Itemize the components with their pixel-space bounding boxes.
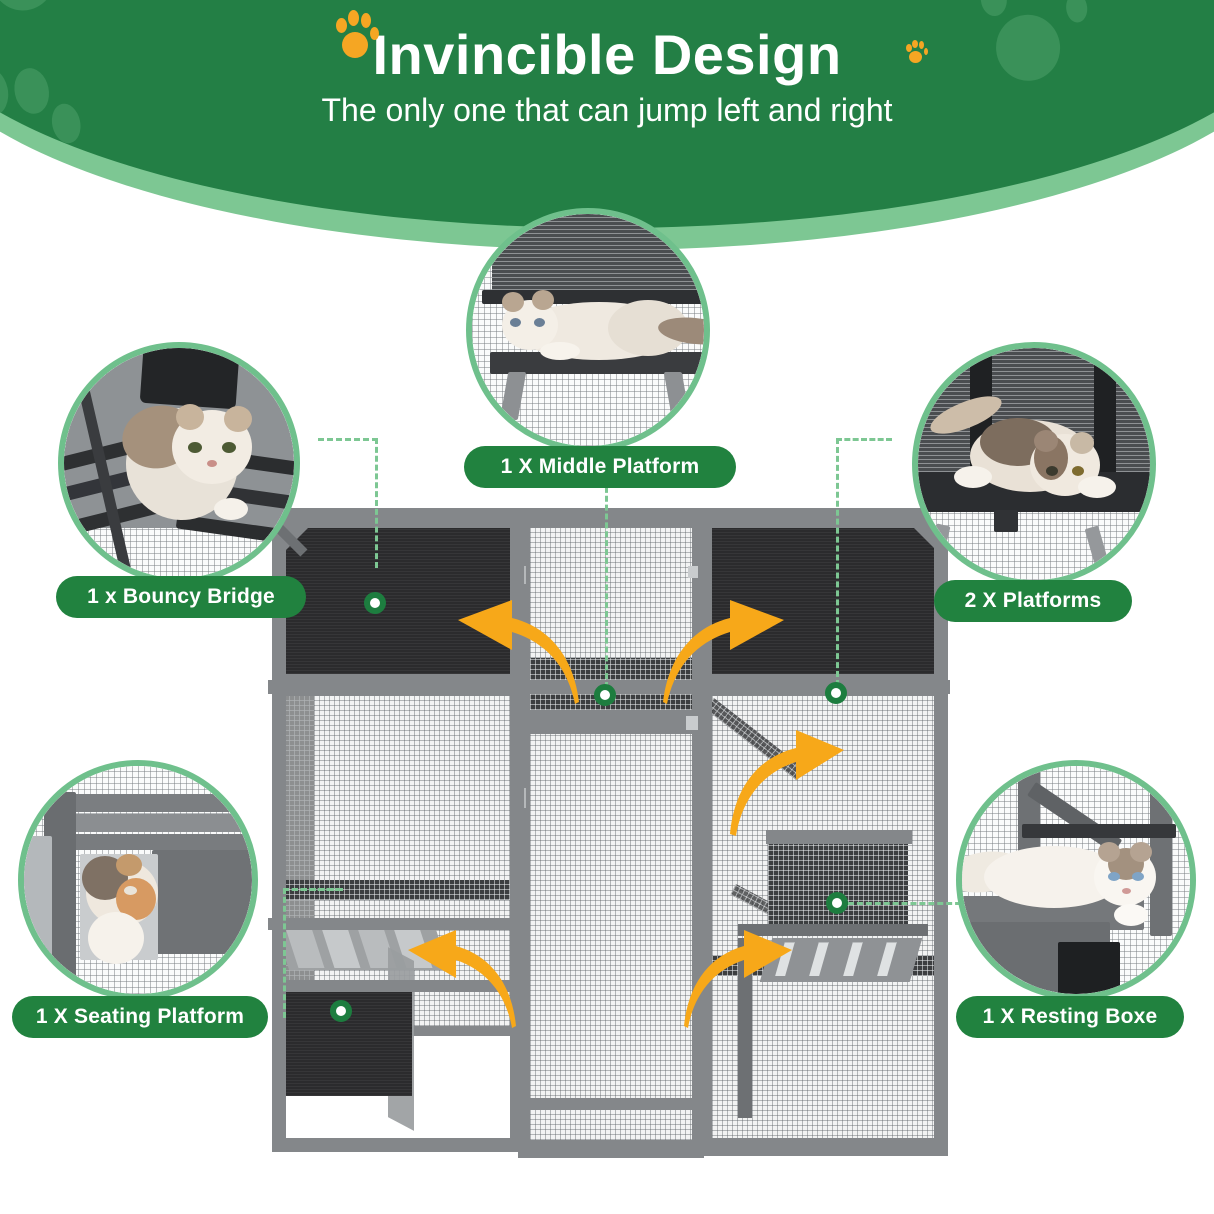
- lower-rail: [268, 918, 524, 930]
- connector-bouncy-bridge: [375, 438, 378, 568]
- cat-eye: [1072, 466, 1084, 476]
- cat-paw: [540, 342, 580, 360]
- paw-print-icon: [906, 40, 929, 63]
- cat-eye: [1132, 872, 1144, 881]
- inset-photo-seating-platform: [18, 760, 258, 1000]
- cat-chest: [88, 912, 144, 964]
- resting-box-opening: [1058, 942, 1120, 994]
- cat-eye: [222, 442, 236, 453]
- inset-image-middle-platform: [472, 214, 704, 446]
- inset-photo-resting-boxe: [956, 760, 1196, 1000]
- connector-dot-resting-boxe: [826, 892, 848, 914]
- cat-paw: [214, 498, 248, 520]
- cat-eye: [1108, 872, 1120, 881]
- mesh-side: [24, 836, 52, 966]
- paw-print-icon: [336, 10, 382, 58]
- center-upper-mesh: [530, 528, 692, 678]
- connector-dot-bouncy-bridge: [364, 592, 386, 614]
- inset-image-resting-boxe: [962, 766, 1190, 994]
- cat-ear: [116, 854, 142, 876]
- resting-box-lid: [766, 830, 912, 844]
- left-run-floor-band: [284, 880, 512, 900]
- label-seating-platform: 1 X Seating Platform: [12, 996, 268, 1038]
- label-middle-platform: 1 X Middle Platform: [464, 446, 736, 488]
- center-main-door-mesh: [530, 734, 692, 1116]
- cat-paw: [1114, 904, 1148, 926]
- connector-seating-platform: [283, 888, 341, 1018]
- frame-post: [1150, 766, 1172, 936]
- cat-ear: [224, 406, 252, 432]
- left-run-inner-shadow: [284, 696, 314, 1026]
- center-upper-mesh-shadow: [530, 658, 692, 680]
- label-bouncy-bridge: 1 x Bouncy Bridge: [56, 576, 306, 618]
- connector-middle-platform: [605, 478, 608, 688]
- resting-box-shelf: [738, 924, 928, 936]
- cat-eye: [534, 318, 545, 327]
- platform-shelf: [490, 352, 704, 374]
- cat-ear: [502, 292, 524, 312]
- cat-ear: [1098, 842, 1120, 862]
- left-roof-panel: [286, 528, 510, 674]
- platform-top-slat: [72, 794, 252, 812]
- cat-nose: [207, 460, 217, 467]
- connector-dot-platforms: [825, 682, 847, 704]
- center-bottom-mesh: [530, 1110, 692, 1140]
- page-title: Invincible Design: [372, 23, 842, 86]
- platform-top-slat: [70, 814, 252, 832]
- cat-eye: [1046, 466, 1058, 476]
- connector-dot-seating-platform: [330, 1000, 352, 1022]
- leg-center-left: [510, 516, 524, 1152]
- connector-seating-platform-arm: [283, 888, 343, 891]
- banner-text-block: Invincible Design The only one that can …: [0, 0, 1214, 129]
- label-text: 1 X Resting Boxe: [982, 1005, 1158, 1028]
- inset-image-platforms: [918, 348, 1150, 580]
- cat-paw: [1078, 476, 1116, 498]
- label-text: 1 X Seating Platform: [35, 1005, 245, 1028]
- label-text: 1 x Bouncy Bridge: [87, 585, 275, 608]
- platform-front-board: [152, 850, 252, 954]
- label-text: 2 X Platforms: [964, 589, 1102, 612]
- connector-resting-boxe: [848, 902, 970, 905]
- cat-nose: [1122, 888, 1131, 894]
- cat-ear: [1034, 430, 1058, 452]
- label-text: 1 X Middle Platform: [500, 455, 700, 478]
- label-resting-boxe: 1 X Resting Boxe: [956, 996, 1184, 1038]
- inset-photo-middle-platform: [466, 208, 710, 452]
- connector-platforms-arm: [836, 438, 892, 441]
- label-platforms: 2 X Platforms: [934, 580, 1132, 622]
- frame-rail: [1022, 824, 1176, 838]
- leg-center-right: [698, 516, 712, 1152]
- platform-support: [994, 510, 1018, 532]
- title-row: Invincible Design: [336, 10, 929, 86]
- cat-ear: [532, 290, 554, 310]
- inset-backdrop-roof: [492, 214, 702, 290]
- inset-photo-bouncy-bridge: [58, 342, 300, 584]
- leg-right: [934, 516, 948, 1152]
- connector-bouncy-bridge-arm: [318, 438, 378, 441]
- platform-top-slat: [68, 834, 252, 850]
- center-bottom-rail: [518, 1098, 704, 1110]
- cat-eye: [124, 886, 137, 895]
- connector-dot-middle-platform: [594, 684, 616, 706]
- cat-ear: [1070, 432, 1094, 454]
- page-subtitle: The only one that can jump left and righ…: [321, 91, 893, 128]
- base-rail: [272, 1138, 948, 1152]
- cat-ear: [176, 404, 204, 430]
- connector-platforms: [836, 438, 839, 686]
- cat-eye: [188, 442, 202, 453]
- header-banner: Invincible Design The only one that can …: [0, 0, 1214, 265]
- right-ramp-support: [738, 938, 752, 1118]
- leg-left: [272, 686, 286, 1152]
- inset-image-bouncy-bridge: [64, 348, 294, 578]
- bridge-top-bracket: [139, 348, 241, 410]
- inset-photo-platforms: [912, 342, 1156, 586]
- right-roof-panel: [712, 528, 936, 674]
- resting-box: [768, 840, 908, 926]
- cat-eye: [510, 318, 521, 327]
- cat-ear: [1130, 842, 1152, 862]
- cat-paw: [954, 466, 992, 488]
- inset-image-seating-platform: [24, 766, 252, 994]
